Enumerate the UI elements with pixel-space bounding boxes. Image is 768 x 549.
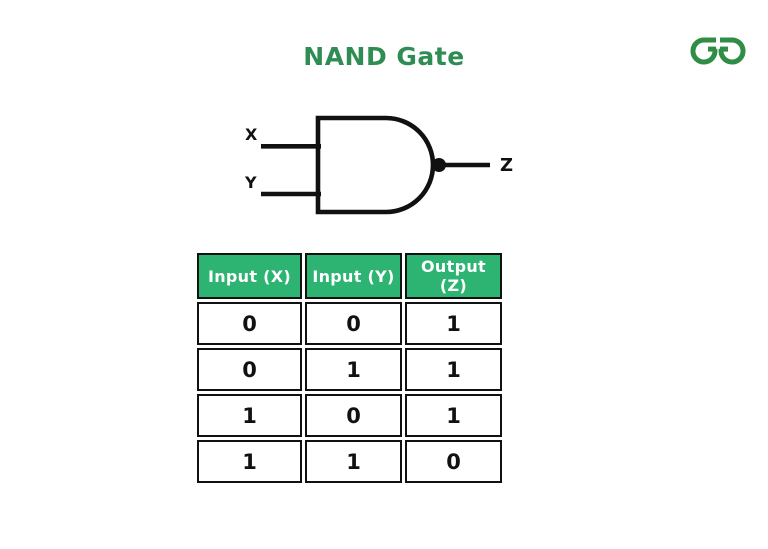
truth-value-cell: 1 — [305, 348, 402, 391]
page-title: NAND Gate — [303, 42, 465, 71]
inversion-bubble-icon — [432, 158, 446, 172]
input-y-label: Y — [244, 173, 257, 192]
input-x-label: X — [245, 125, 258, 144]
truth-value-cell: 1 — [305, 440, 402, 483]
output-z-label: Z — [500, 155, 513, 176]
column-header: Output (Z) — [405, 253, 502, 299]
geeksforgeeks-logo-icon — [689, 34, 747, 68]
truth-value-cell: 0 — [305, 394, 402, 437]
and-gate-body — [315, 115, 436, 215]
nand-gate-diagram: X Y Z — [235, 100, 525, 230]
truth-value-cell: 1 — [405, 302, 502, 345]
truth-value-cell: 0 — [405, 440, 502, 483]
truth-value-cell: 1 — [405, 394, 502, 437]
geeksforgeeks-logo-strokes — [690, 37, 746, 65]
column-header: Input (X) — [197, 253, 302, 299]
truth-value-cell: 1 — [197, 440, 302, 483]
truth-value-cell: 0 — [305, 302, 402, 345]
truth-value-cell: 0 — [197, 348, 302, 391]
truth-value-cell: 0 — [197, 302, 302, 345]
truth-table-header-row: Input (X)Input (Y)Output (Z) — [197, 253, 502, 299]
truth-value-cell: 1 — [197, 394, 302, 437]
column-header: Input (Y) — [305, 253, 402, 299]
truth-table-head: Input (X)Input (Y)Output (Z) — [197, 253, 502, 299]
gate-labels: X Y Z — [244, 125, 513, 192]
truth-value-cell: 1 — [405, 348, 502, 391]
gate-outline — [261, 115, 490, 215]
